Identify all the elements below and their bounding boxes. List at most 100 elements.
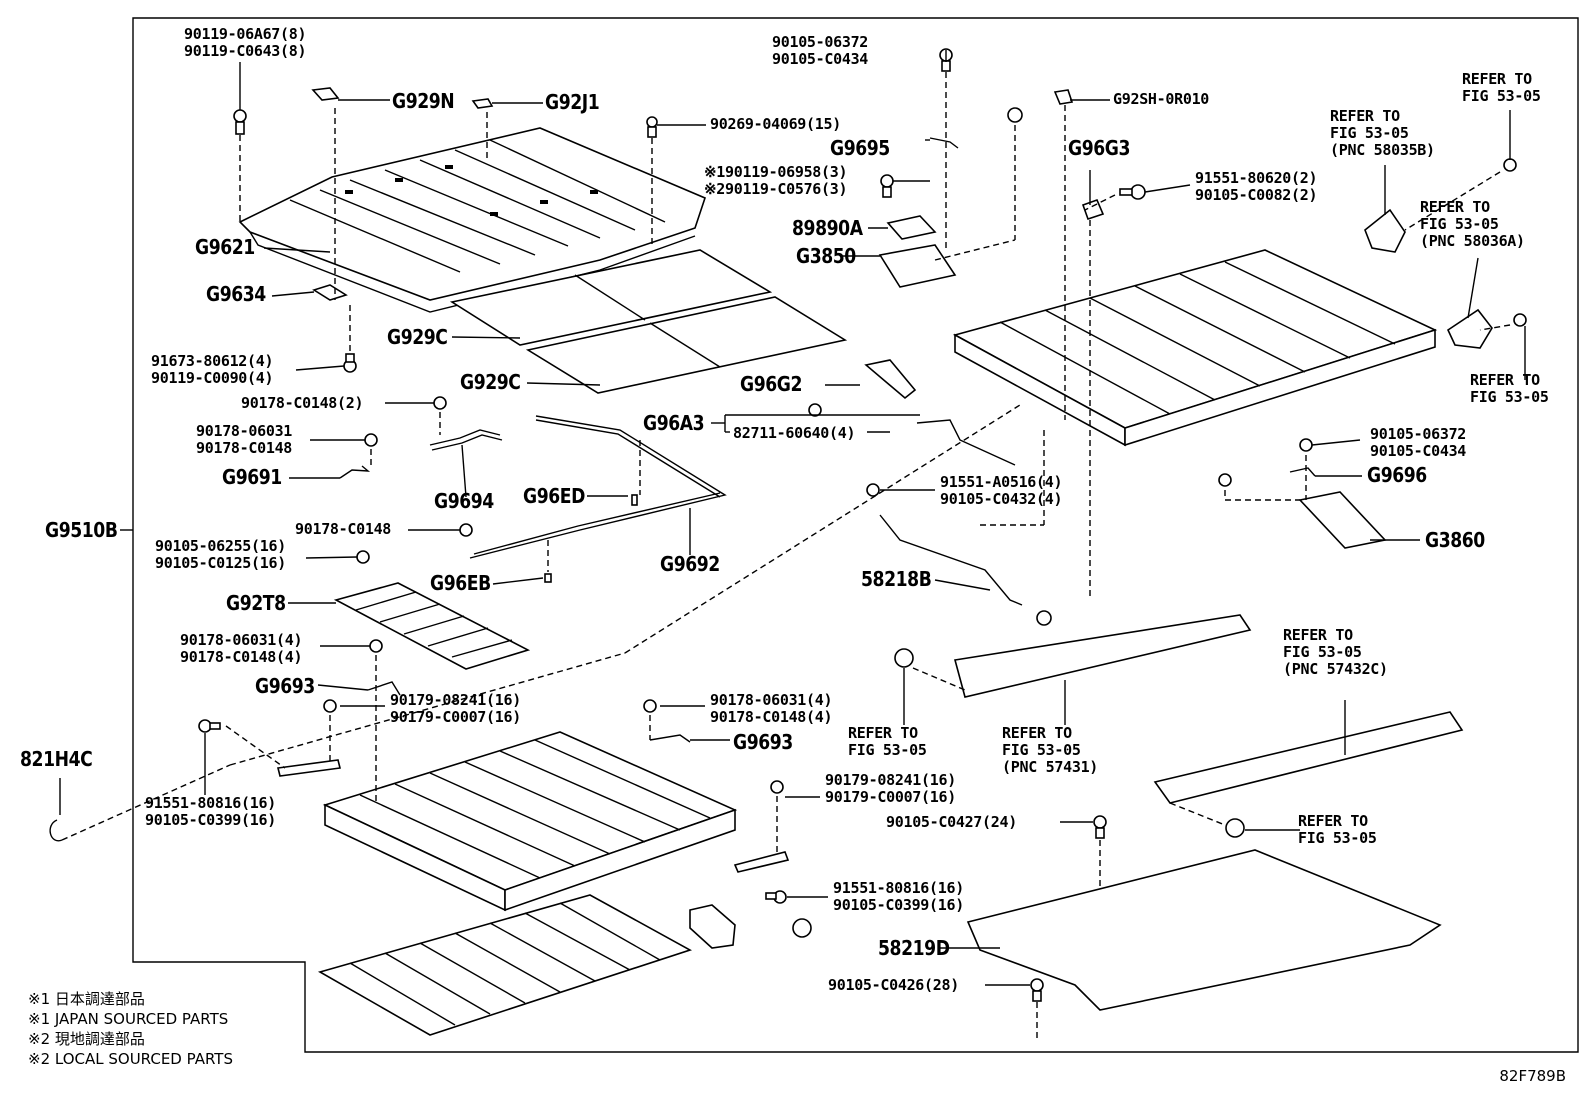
nut-g9696: [1218, 473, 1232, 487]
note-japan-jp: ※1 日本調達部品: [28, 990, 145, 1008]
note-local-en: ※2 LOCAL SOURCED PARTS: [28, 1050, 233, 1068]
label-90178-06031-4-left: 90178-06031(4)90178-C0148(4): [180, 631, 303, 666]
bolt-91551-left: [198, 719, 221, 733]
label-90179-08241-right: 90179-08241(16)90179-C0007(16): [825, 771, 956, 806]
bolt-g96g2: [808, 403, 822, 417]
label-90269-04069: 90269-04069(15): [710, 115, 841, 133]
g3850-ecu: [878, 244, 957, 288]
side-member-57432c: [1153, 711, 1464, 804]
bolt-90119: [233, 109, 247, 135]
label-g96g3: G96G3: [1068, 136, 1131, 160]
nut-90178-a: [433, 396, 447, 410]
label-90105-c0426: 90105-C0426(28): [828, 976, 959, 994]
label-g9695: G9695: [830, 136, 890, 160]
label-g96g2: G96G2: [740, 372, 803, 396]
connector-block: [689, 904, 736, 949]
busbar-left: [277, 759, 341, 777]
label-90105-c0427: 90105-C0427(24): [886, 813, 1017, 831]
label-91551-a0516: 91551-A0516(4)90105-C0432(4): [940, 473, 1063, 508]
label-90178-c0148-2: 90178-C0148(2): [241, 394, 364, 412]
89890a-sensor: [886, 215, 937, 240]
mount-bracket-58036a: [1446, 308, 1493, 349]
label-g96a3: G96A3: [643, 411, 705, 435]
label-g9696: G9696: [1367, 463, 1427, 487]
bolt-91551-80620: [1119, 184, 1146, 200]
battery-module-stack: [322, 731, 738, 912]
bolt-refer-right: [1513, 313, 1527, 327]
label-g3860: G3860: [1425, 528, 1485, 552]
label-82711-60640: 82711-60640(4): [733, 424, 856, 442]
g9691-bracket: [339, 465, 371, 479]
note-japan-en: ※1 JAPAN SOURCED PARTS: [28, 1010, 229, 1028]
g96g3-bracket: [1081, 198, 1105, 221]
label-g9693-left: G9693: [255, 674, 315, 698]
grommet-57432c: [1225, 818, 1245, 838]
lower-cooling-tray: [317, 894, 693, 1036]
label-g92sh-0r010: G92SH-0R010: [1113, 90, 1210, 108]
mount-bracket-58035b: [1364, 208, 1406, 253]
side-member-57431: [953, 614, 1252, 698]
diagram-code: 82F789B: [1499, 1067, 1566, 1085]
nut-90178-06031-right: [643, 699, 657, 713]
label-g9693-right: G9693: [733, 730, 793, 754]
label-90119-06a67: 90119-06A67(8)90119-C0643(8): [184, 25, 307, 60]
bolt-91673: [343, 353, 357, 373]
label-58219d: 58219D: [878, 936, 950, 960]
leader-lines: [59, 50, 1526, 986]
g9696-clip: [1289, 467, 1316, 477]
bolt-58218b: [1036, 610, 1052, 626]
label-58218b: 58218B: [861, 567, 932, 591]
nut-90178-06031-left: [369, 639, 383, 653]
label-g9621: G9621: [195, 235, 255, 259]
nut-90105-06255: [356, 550, 370, 564]
label-g96ed: G96ED: [523, 484, 585, 508]
label-g9510b: G9510B: [45, 518, 118, 542]
g9693-bracket-right: [649, 734, 691, 743]
under-cover-58219d: [966, 849, 1442, 1011]
label-821h4c: 821H4C: [20, 747, 93, 771]
bolt-90269: [646, 116, 658, 138]
g929n-pad: [311, 87, 340, 101]
label-91673-80612: 91673-80612(4)90119-C0090(4): [151, 352, 274, 387]
nut-90178-c: [459, 523, 473, 537]
nut-90105-06372-right: [1299, 438, 1313, 452]
label-90105-06255: 90105-06255(16)90105-C0125(16): [155, 537, 286, 572]
g9694-harness: [429, 429, 503, 451]
nut-90179-right: [770, 780, 784, 794]
label-90178-c0148: 90178-C0148: [295, 520, 392, 538]
label-g96eb: G96EB: [430, 571, 491, 595]
nut-90179-left: [323, 699, 337, 713]
clip-821h4c: [49, 819, 63, 842]
g96ed-clip: [631, 494, 638, 506]
label-g9694: G9694: [434, 489, 494, 513]
label-91551-80620: 91551-80620(2)90105-C0082(2): [1195, 169, 1318, 204]
g9695-clip: [929, 137, 959, 149]
bolt-90105-c0427: [1093, 815, 1107, 839]
label-g9634: G9634: [206, 282, 266, 306]
grommet-top: [1007, 107, 1023, 123]
58218b-rod: [879, 514, 1023, 606]
label-g9691: G9691: [222, 465, 282, 489]
label-g92t8: G92T8: [226, 591, 286, 615]
label-g3850: G3850: [796, 244, 856, 268]
grommet-57431: [894, 648, 914, 668]
label-90178-06031-4-right: 90178-06031(4)90178-C0148(4): [710, 691, 833, 726]
g92sh-pad: [1053, 89, 1074, 105]
bolt-90105-c0426: [1030, 978, 1044, 1002]
label-90119-06958: ※190119-06958(3)※290119-C0576(3): [704, 163, 848, 198]
label-90179-08241-left: 90179-08241(16)90179-C0007(16): [390, 691, 521, 726]
g92j1-pad: [471, 98, 494, 109]
bolt-91551-a0516: [866, 483, 880, 497]
label-g929n: G929N: [392, 89, 455, 113]
g9634-bracket: [312, 284, 348, 301]
busbar-right: [733, 851, 790, 873]
battery-case-tray: [952, 249, 1438, 447]
